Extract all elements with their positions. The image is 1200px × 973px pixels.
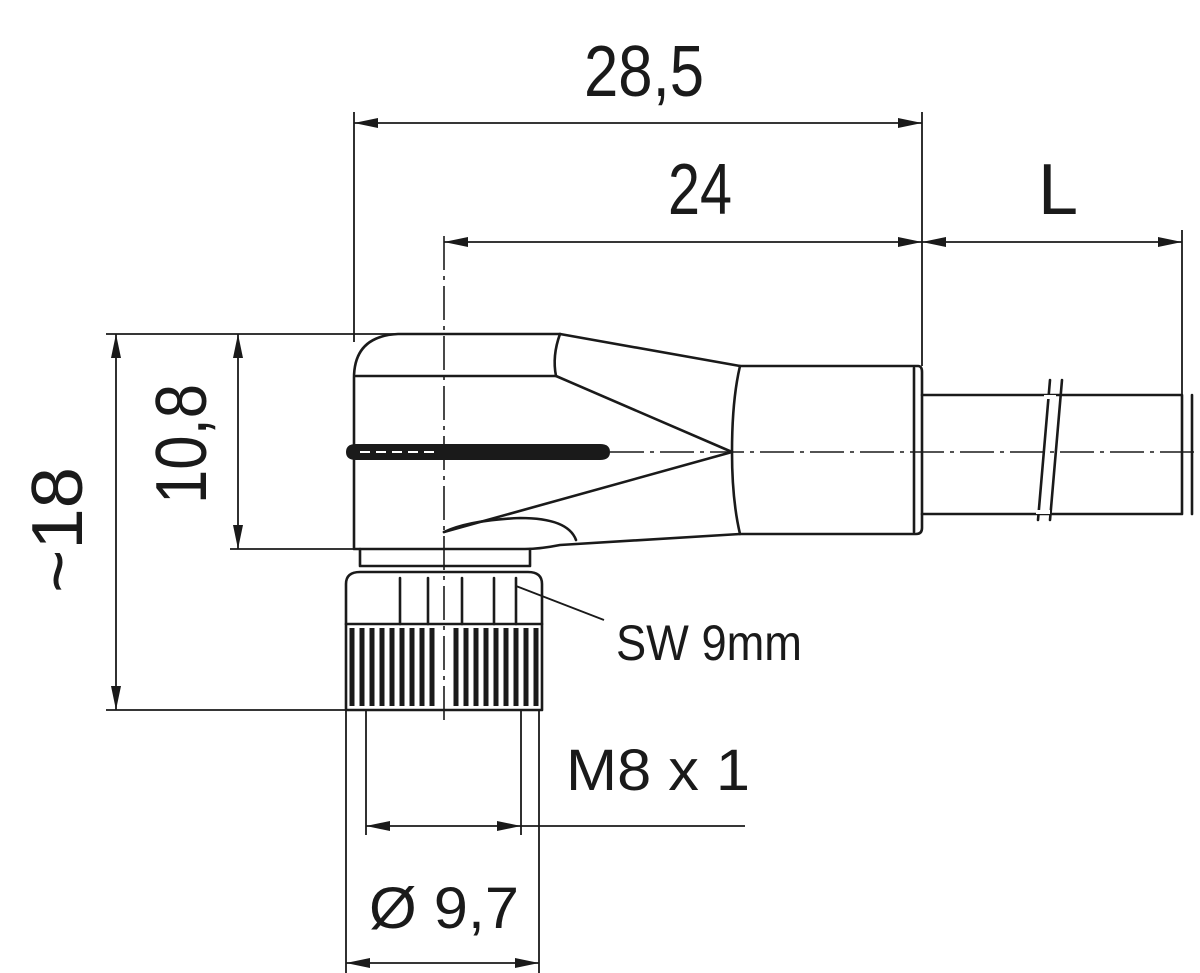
dimension-thread-line — [366, 821, 745, 831]
connector-body — [346, 332, 924, 568]
center-lines — [443, 236, 1200, 722]
dimension-28-5-line — [354, 118, 922, 128]
dimension-24-line — [444, 237, 922, 247]
label-thread: M8 x 1 — [566, 738, 750, 803]
label-body-length: 24 — [668, 150, 732, 230]
label-total-height: ~18 — [18, 467, 98, 593]
dimension-diameter-line — [346, 958, 539, 968]
label-overall-length: 28,5 — [584, 32, 704, 112]
dimension-L-line — [922, 237, 1182, 247]
label-nut-diameter: Ø 9,7 — [369, 876, 519, 941]
cable — [920, 378, 1194, 522]
coupling-nut — [344, 570, 544, 712]
dimension-10-8-line — [233, 334, 243, 549]
label-body-height: 10,8 — [142, 384, 222, 504]
wrench-leader — [515, 585, 605, 621]
label-cable-length: L — [1038, 150, 1078, 230]
knurl-pattern — [349, 628, 539, 706]
label-wrench-size: SW 9mm — [616, 615, 802, 671]
dimension-18-line — [111, 334, 121, 710]
